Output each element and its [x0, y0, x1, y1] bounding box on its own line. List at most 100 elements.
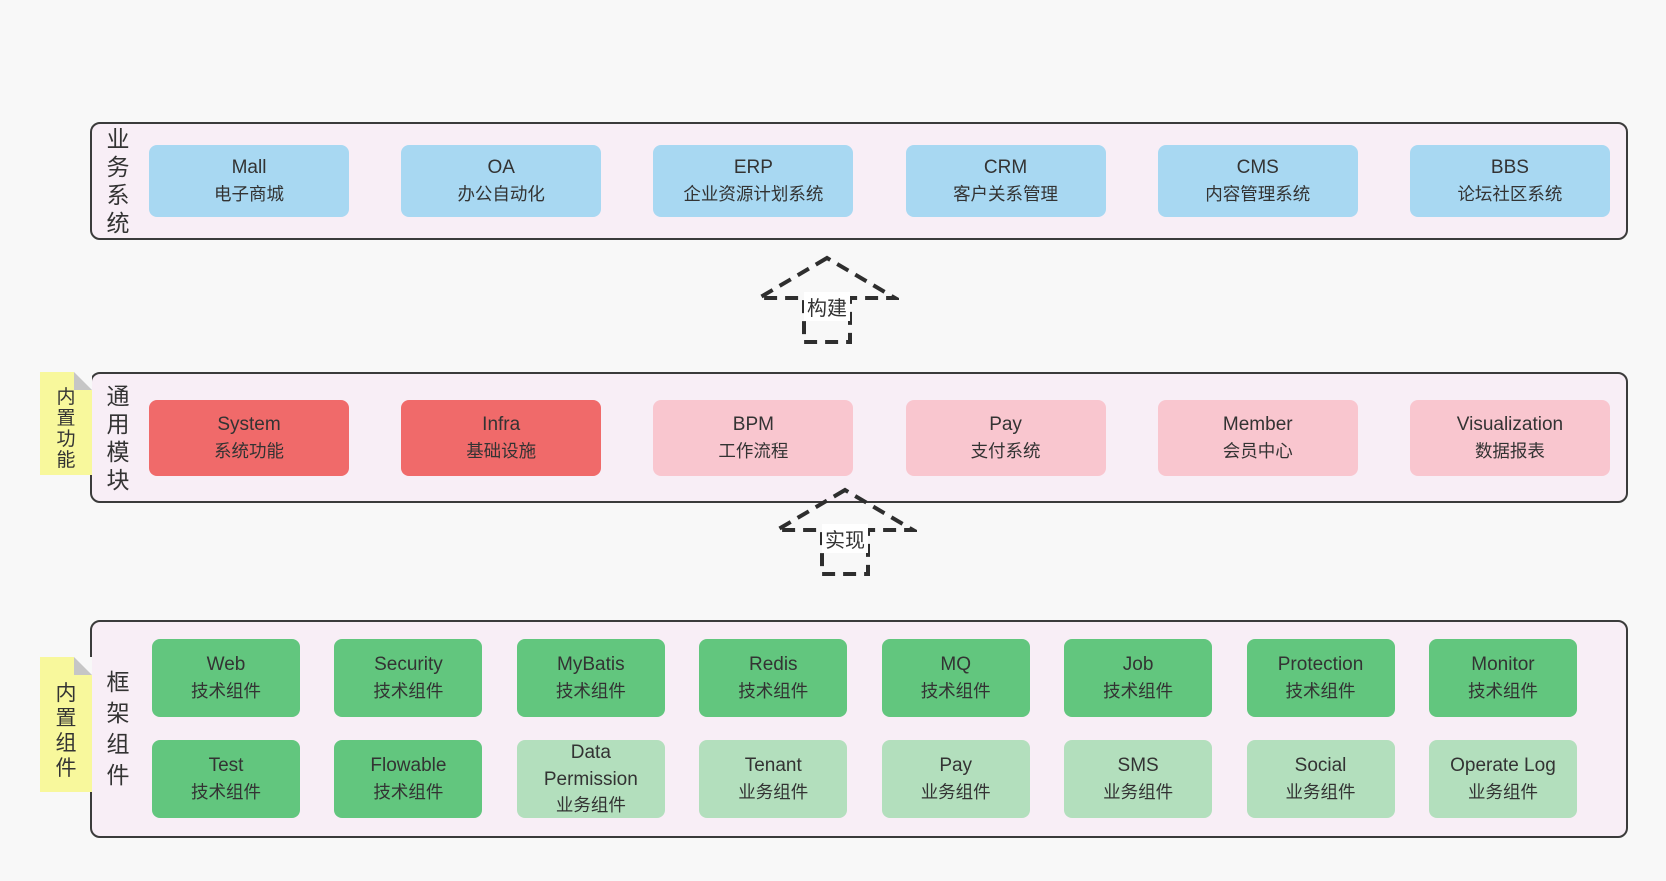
box-subtitle: 业务组件: [555, 795, 626, 816]
box-bbs: BBS 论坛社区系统: [1409, 145, 1610, 217]
box-test: Test 技术组件: [152, 740, 300, 818]
box-security: Security 技术组件: [334, 639, 483, 717]
box-social: Social 业务组件: [1246, 740, 1395, 818]
box-title: BBS: [1490, 157, 1529, 179]
box-subtitle: 技术组件: [1285, 681, 1356, 702]
box-visualization: Visualization 数据报表: [1409, 399, 1610, 476]
box-subtitle: 技术组件: [373, 681, 444, 702]
box-crm: CRM 客户关系管理: [905, 145, 1106, 217]
box-subtitle: 业务组件: [920, 782, 991, 803]
box-title: OA: [487, 157, 515, 179]
box-subtitle: 业务组件: [1103, 782, 1174, 803]
box-subtitle: 会员中心: [1222, 440, 1293, 461]
dashed-up-arrow-icon: [773, 487, 917, 576]
box-subtitle: 技术组件: [1103, 681, 1174, 702]
box-title: Test: [208, 755, 244, 777]
box-title: Visualization: [1456, 413, 1564, 435]
box-title: Tenant: [744, 755, 802, 777]
box-system: System 系统功能: [149, 399, 349, 476]
sticky-tag-label: 内置组件: [55, 682, 77, 780]
box-subtitle: 客户关系管理: [953, 184, 1059, 205]
box-title: CMS: [1236, 157, 1279, 179]
components-grid: Web 技术组件 Security 技术组件 MyBatis 技术组件 Redi…: [152, 639, 1577, 818]
dashed-up-arrow-icon: [755, 255, 899, 344]
box-title: MQ: [940, 654, 971, 676]
box-title: Member: [1222, 413, 1293, 435]
box-web: Web 技术组件: [152, 639, 300, 717]
box-subtitle: 系统功能: [214, 440, 284, 461]
build-arrow: 构建: [755, 254, 899, 346]
folded-corner-icon: [74, 657, 92, 675]
box-subtitle: 业务组件: [738, 782, 809, 803]
box-protection: Protection 技术组件: [1246, 639, 1395, 717]
box-infra: Infra 基础设施: [401, 399, 602, 476]
box-cms: CMS 内容管理系统: [1157, 145, 1358, 217]
box-subtitle: 技术组件: [1467, 681, 1538, 702]
box-title: Pay: [989, 413, 1022, 435]
box-subtitle: 业务组件: [1285, 782, 1356, 803]
box-oa: OA 办公自动化: [401, 145, 602, 217]
box-subtitle: 业务组件: [1467, 782, 1538, 803]
box-erp: ERP 企业资源计划系统: [653, 145, 854, 217]
box-title: Operate Log: [1450, 755, 1556, 777]
layer-label-components: 框架组件: [106, 669, 130, 788]
box-title: BPM: [732, 413, 774, 435]
layer-common-modules: 内置功能 通用模块 System 系统功能 Infra 基础设施 BPM 工作流…: [40, 372, 1628, 503]
box-title: ERP: [733, 157, 773, 179]
box-title: MyBatis: [557, 654, 625, 676]
modules-boxes-row: System 系统功能 Infra 基础设施 BPM 工作流程 Pay 支付系统…: [149, 374, 1610, 501]
box-title: Redis: [748, 654, 798, 676]
box-member: Member 会员中心: [1157, 399, 1358, 476]
box-mybatis: MyBatis 技术组件: [516, 639, 665, 717]
box-pay-module: Pay 支付系统: [905, 399, 1106, 476]
build-arrow-label: 构建: [804, 292, 850, 321]
box-monitor: Monitor 技术组件: [1428, 639, 1577, 717]
box-sms: SMS 业务组件: [1064, 740, 1213, 818]
box-subtitle: 技术组件: [738, 681, 809, 702]
implement-arrow: 实现: [773, 486, 917, 578]
box-title: Social: [1294, 755, 1347, 777]
box-title: Pay: [939, 755, 973, 777]
box-subtitle: 工作流程: [718, 440, 789, 461]
box-title: Flowable: [370, 755, 447, 777]
box-subtitle: 数据报表: [1474, 440, 1545, 461]
box-title: CRM: [983, 157, 1028, 179]
box-subtitle: 技术组件: [555, 681, 626, 702]
box-bpm: BPM 工作流程: [653, 399, 854, 476]
box-title: SMS: [1117, 755, 1159, 777]
box-tenant: Tenant 业务组件: [699, 740, 848, 818]
sticky-tag-builtin-components: 内置组件: [40, 657, 92, 792]
box-title: Data Permission: [543, 742, 638, 790]
box-subtitle: 企业资源计划系统: [683, 184, 824, 205]
box-data-permission: Data Permission 业务组件: [516, 740, 665, 818]
box-job: Job 技术组件: [1064, 639, 1213, 717]
box-title: Monitor: [1471, 654, 1535, 676]
layer-business-systems: 业务系统 Mall 电子商城 OA 办公自动化 ERP 企业资源计划系统 CRM…: [90, 122, 1628, 240]
box-subtitle: 技术组件: [191, 782, 261, 803]
box-title: Security: [374, 654, 443, 676]
box-subtitle: 技术组件: [920, 681, 991, 702]
box-redis: Redis 技术组件: [699, 639, 848, 717]
sticky-tag-label: 内置功能: [56, 387, 76, 471]
box-title: Job: [1122, 654, 1154, 676]
box-title: Protection: [1277, 654, 1364, 676]
box-subtitle: 内容管理系统: [1205, 184, 1311, 205]
box-title: System: [217, 413, 281, 435]
components-row-1: Web 技术组件 Security 技术组件 MyBatis 技术组件 Redi…: [152, 639, 1577, 717]
box-mq: MQ 技术组件: [881, 639, 1030, 717]
box-operate-log: Operate Log 业务组件: [1428, 740, 1577, 818]
implement-arrow-label: 实现: [822, 524, 868, 553]
box-title: Web: [206, 654, 246, 676]
sticky-tag-builtin-features: 内置功能: [40, 372, 92, 475]
box-title: Infra: [482, 413, 521, 435]
box-subtitle: 办公自动化: [457, 184, 545, 205]
box-subtitle: 技术组件: [191, 681, 261, 702]
box-subtitle: 技术组件: [373, 782, 444, 803]
box-subtitle: 支付系统: [970, 440, 1041, 461]
layer-framework-components: 内置组件 框架组件 Web 技术组件 Security 技术组件 MyBatis…: [40, 620, 1628, 838]
layer-label-business: 业务系统: [106, 126, 130, 236]
box-subtitle: 电子商城: [214, 184, 284, 205]
folded-corner-icon: [74, 372, 92, 390]
box-mall: Mall 电子商城: [149, 145, 349, 217]
